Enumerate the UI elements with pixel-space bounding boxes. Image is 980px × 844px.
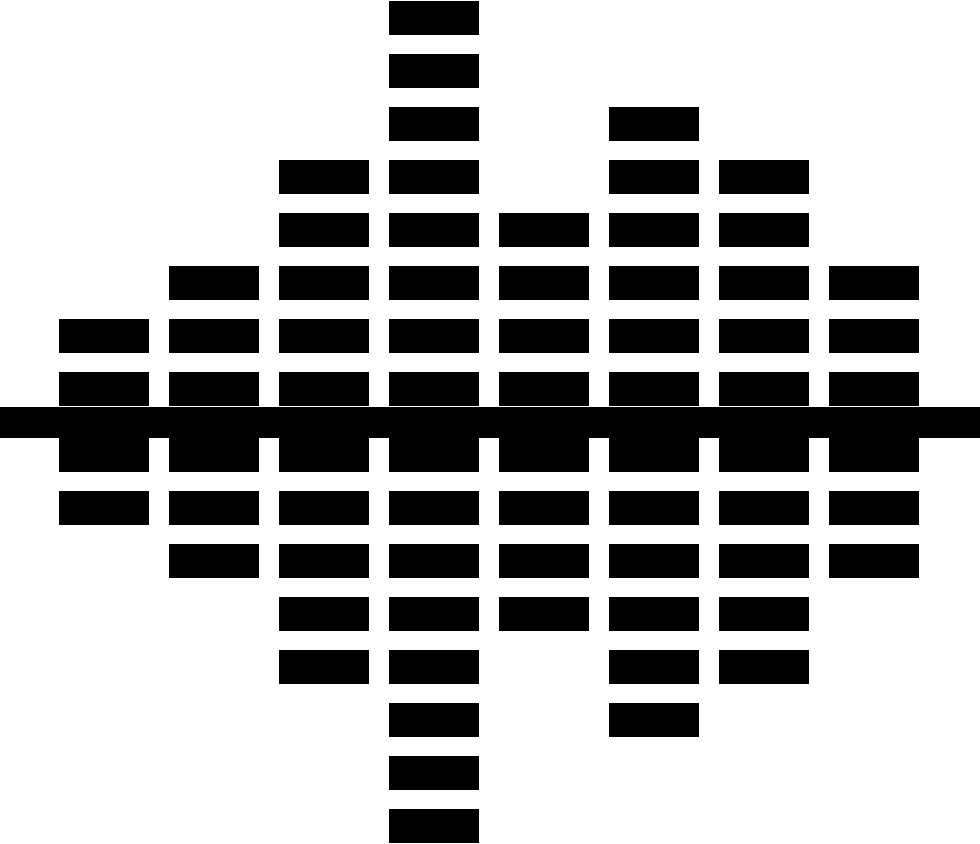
- equalizer-segment-upper: [59, 372, 149, 406]
- equalizer-segment-upper: [499, 372, 589, 406]
- equalizer-segment-upper: [169, 266, 259, 300]
- equalizer-segment-lower: [59, 491, 149, 525]
- equalizer-segment-lower: [389, 597, 479, 631]
- equalizer-segment-upper: [719, 266, 809, 300]
- equalizer-segment-lower: [719, 650, 809, 684]
- equalizer-segment-upper: [59, 319, 149, 353]
- equalizer-segment-upper: [829, 319, 919, 353]
- equalizer-segment-lower: [719, 597, 809, 631]
- equalizer-column: [829, 266, 919, 578]
- equalizer-segment-upper: [719, 372, 809, 406]
- equalizer-segment-upper: [389, 372, 479, 406]
- equalizer-segment-lower: [389, 491, 479, 525]
- equalizer-segment-lower: [609, 491, 699, 525]
- equalizer-segment-lower: [609, 650, 699, 684]
- equalizer-segment-upper: [719, 160, 809, 194]
- equalizer-segment-lower: [279, 491, 369, 525]
- equalizer-segment-lower: [499, 438, 589, 472]
- equalizer-segment-lower: [609, 438, 699, 472]
- equalizer-segment-lower: [719, 544, 809, 578]
- equalizer-segment-lower: [279, 597, 369, 631]
- equalizer-segment-lower: [499, 491, 589, 525]
- equalizer-segment-upper: [389, 266, 479, 300]
- equalizer-segment-lower: [609, 703, 699, 737]
- equalizer-segment-upper: [609, 107, 699, 141]
- equalizer-segment-upper: [279, 213, 369, 247]
- equalizer-segment-upper: [169, 319, 259, 353]
- equalizer-segment-upper: [389, 107, 479, 141]
- equalizer-segment-lower: [829, 544, 919, 578]
- equalizer-segment-lower: [169, 491, 259, 525]
- equalizer-segment-upper: [719, 213, 809, 247]
- equalizer-segment-lower: [279, 650, 369, 684]
- equalizer-column: [609, 107, 699, 737]
- equalizer-segment-upper: [389, 319, 479, 353]
- equalizer-segment-lower: [279, 544, 369, 578]
- center-axis-line: [0, 407, 980, 438]
- equalizer-segment-upper: [279, 372, 369, 406]
- equalizer-segment-lower: [389, 703, 479, 737]
- equalizer-column: [389, 1, 479, 843]
- equalizer-segment-lower: [389, 756, 479, 790]
- equalizer-segment-upper: [389, 1, 479, 35]
- equalizer-segment-lower: [609, 597, 699, 631]
- equalizer-segment-lower: [389, 544, 479, 578]
- equalizer-segment-lower: [609, 544, 699, 578]
- equalizer-segment-upper: [609, 319, 699, 353]
- equalizer-segment-upper: [389, 160, 479, 194]
- equalizer-segment-lower: [829, 438, 919, 472]
- equalizer-segment-lower: [169, 544, 259, 578]
- equalizer-segment-upper: [609, 213, 699, 247]
- equalizer-segment-upper: [829, 266, 919, 300]
- equalizer-segment-upper: [389, 213, 479, 247]
- equalizer-segment-lower: [279, 438, 369, 472]
- equalizer-segment-lower: [719, 491, 809, 525]
- equalizer-segment-upper: [609, 372, 699, 406]
- equalizer-segment-upper: [389, 54, 479, 88]
- equalizer-segment-lower: [499, 597, 589, 631]
- equalizer-segment-lower: [169, 438, 259, 472]
- equalizer-segment-upper: [719, 319, 809, 353]
- equalizer-segment-lower: [719, 438, 809, 472]
- equalizer-segment-lower: [389, 438, 479, 472]
- equalizer-column: [169, 266, 259, 578]
- equalizer-column: [499, 213, 589, 631]
- equalizer-segment-upper: [829, 372, 919, 406]
- equalizer-segment-upper: [499, 213, 589, 247]
- equalizer-segment-upper: [279, 266, 369, 300]
- equalizer-segment-lower: [389, 809, 479, 843]
- equalizer-segment-upper: [279, 160, 369, 194]
- equalizer-segment-lower: [389, 650, 479, 684]
- equalizer-segment-upper: [609, 160, 699, 194]
- equalizer-segment-upper: [279, 319, 369, 353]
- equalizer-segment-upper: [499, 319, 589, 353]
- equalizer-segment-lower: [499, 544, 589, 578]
- equalizer-column: [279, 160, 369, 684]
- equalizer-column: [59, 319, 149, 525]
- equalizer-segment-upper: [499, 266, 589, 300]
- equalizer-segment-lower: [59, 438, 149, 472]
- equalizer-column: [719, 160, 809, 684]
- equalizer-segment-lower: [829, 491, 919, 525]
- equalizer-segment-upper: [169, 372, 259, 406]
- equalizer-segment-upper: [609, 266, 699, 300]
